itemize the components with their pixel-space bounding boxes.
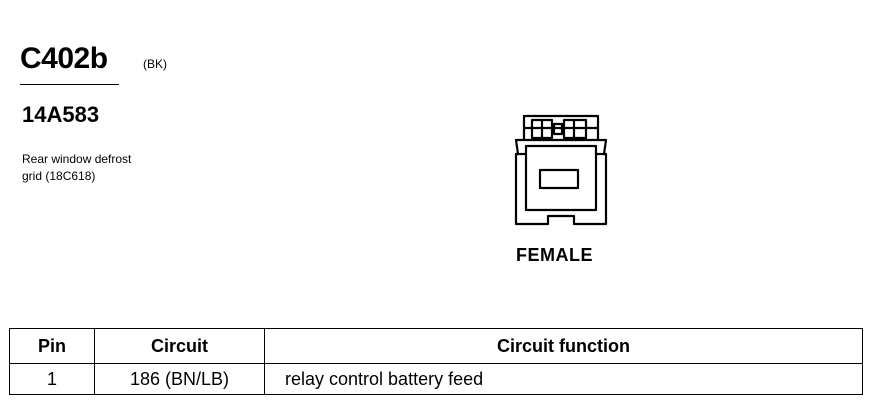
table-row: 1 186 (BN/LB) relay control battery feed <box>9 363 863 395</box>
title-rule <box>20 84 119 85</box>
pin-table: Pin Circuit Circuit function 1 186 (BN/L… <box>9 328 863 395</box>
circuit-cell: 186 (BN/LB) <box>94 363 265 395</box>
column-header-pin: Pin <box>9 328 95 364</box>
connector-id: C402b <box>20 42 108 75</box>
circuit-function-cell: relay control battery feed <box>264 363 863 395</box>
part-number: 14A583 <box>22 102 100 127</box>
column-header-circuit: Circuit <box>94 328 265 364</box>
description-line: Rear window defrost <box>22 152 132 166</box>
column-header-circuit-function: Circuit function <box>264 328 863 364</box>
description-line: grid (18C618) <box>22 169 96 183</box>
component-description: Rear window defrost grid (18C618) <box>22 151 192 185</box>
connector-gender-label: FEMALE <box>516 245 593 265</box>
connector-face-icon <box>514 114 608 226</box>
table-header-row: Pin Circuit Circuit function <box>9 328 863 364</box>
pin-cell: 1 <box>9 363 95 395</box>
connector-color: (BK) <box>143 57 167 71</box>
